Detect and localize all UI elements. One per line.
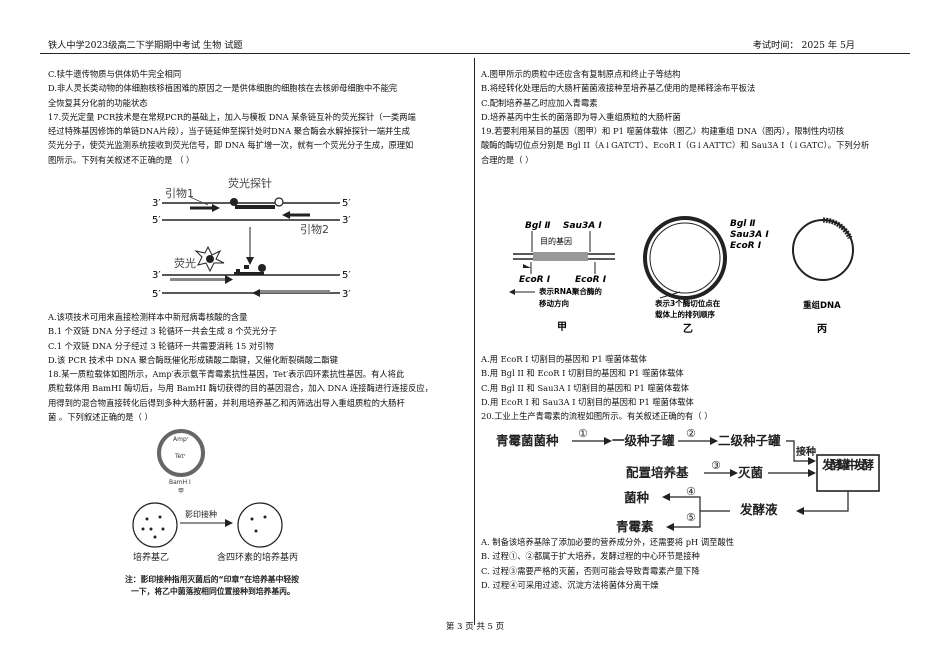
- bgl-label: Bgl Ⅱ: [525, 221, 551, 231]
- node-medium: 配置培养基: [626, 465, 689, 480]
- ecor-label: EcoR Ⅰ: [575, 275, 607, 285]
- probe-label: 荧光探针: [228, 176, 272, 190]
- plate-yi-label: 培养基乙: [133, 551, 169, 563]
- amp-label: Ampʳ: [173, 436, 189, 443]
- q17-line: 17.荧光定量 PCR技术是在常规PCR的基础上，加入与模板 DNA 某条链互补…: [48, 111, 416, 122]
- option-c: C.1 个双链 DNA 分子经过 3 轮循环一共需要消耗 15 对引物: [48, 340, 274, 351]
- node-fermenter: 发酵罐中发酵: [821, 457, 874, 472]
- q17-line: 图所示。下列有关叙述不正确的是 （ ）: [48, 154, 195, 165]
- q19-line: 合理的是（ ）: [481, 154, 534, 165]
- fig-label-yi: 乙: [683, 323, 693, 335]
- option-d: D.用 EcoR I 和 Sau3A I 切割目的基因和 P1 噬菌体载体: [481, 396, 694, 407]
- primer1-label: 引物1: [165, 186, 194, 200]
- option-d: D.培养基丙中生长的菌落即为导入重组质粒的大肠杆菌: [481, 111, 681, 122]
- step-2-icon: ②: [686, 427, 696, 440]
- rna-pol-note: 移动方向: [539, 298, 569, 308]
- node-bacteria: 菌种: [624, 490, 649, 505]
- option-line: D.非人灵长类动物的体细胞核移植困难的原因之一是供体细胞的细胞核在去核卵母细胞中…: [48, 83, 398, 94]
- q17-options: A.该项技术可用来直接检测样本中新冠病毒核酸的含量 B.1 个双链 DNA 分子…: [48, 310, 468, 424]
- option-c: C.配制培养基乙时应加入青霉素: [481, 97, 598, 108]
- inoculate-label: 接种: [796, 445, 816, 458]
- tet-label: Tetʳ: [174, 453, 186, 460]
- strand-end-label: 3′: [152, 270, 161, 281]
- right-column: A.图甲所示的质粒中还应含有复制原点和终止子等结构 B.将经转化处理后的大肠杆菌…: [481, 67, 906, 167]
- ecor-label: EcoR Ⅰ: [730, 241, 762, 251]
- note-line: 注：影印接种指用灭菌后的“印章”在培养基中轻按: [125, 574, 299, 584]
- recomb-label: 重组DNA: [803, 300, 841, 311]
- strand-end-label: 3′: [342, 215, 351, 226]
- option-c: C.用 Bgl II 和 Sau3A I 切割目的基因和 P1 噬菌体载体: [481, 382, 689, 393]
- strand-end-label: 5′: [152, 289, 161, 300]
- node-penicillin: 青霉素: [616, 519, 654, 534]
- strand-end-label: 5′: [152, 215, 161, 226]
- sau-label: Sau3A Ⅰ: [563, 221, 602, 231]
- step-5-icon: ⑤: [686, 511, 696, 524]
- sau-label: Sau3A Ⅰ: [730, 230, 769, 240]
- option-a: A.用 EcoR I 切割目的基因和 P1 噬菌体载体: [481, 354, 647, 364]
- q18-line: 菌 。下列叙述正确的是（ ）: [48, 412, 153, 423]
- page-header: 铁人中学2023级高二下学期期中考试 生物 试题 考试时间： 2025 年 5月: [40, 37, 910, 51]
- option-c: C. 过程③需要严格的灭菌，否则可能会导致青霉素产量下降: [481, 565, 700, 576]
- option-a: A.图甲所示的质粒中还应含有复制原点和终止子等结构: [481, 69, 681, 79]
- step-1-icon: ①: [578, 427, 588, 440]
- strand-end-label: 3′: [152, 198, 161, 209]
- strand-end-label: 3′: [342, 289, 351, 300]
- option-a: A. 制备该培养基除了添加必要的营养成分外，还需要将 pH 调至酸性: [481, 537, 735, 547]
- fig-label-bing: 丙: [817, 323, 827, 335]
- bgl-label: Bgl Ⅱ: [730, 219, 756, 229]
- node-strain: 青霉菌菌种: [496, 433, 559, 448]
- ecor-label: EcoR Ⅰ: [519, 275, 551, 285]
- restriction-figure: Bgl Ⅱ Sau3A Ⅰ 目的基因 EcoR Ⅰ EcoR Ⅰ 表示RNA聚合…: [509, 216, 854, 335]
- exam-time: 考试时间： 2025 年 5月: [752, 40, 855, 51]
- q17-line: 经过特殊基因修饰的单链DNA片段），当子链延伸至探针处时DNA 聚合酶会水解掉探…: [48, 126, 410, 137]
- qpcr-figure: 3′ 5′ 引物1 荧光探针 5′ 3′ 引物2 3′ 5′ 荧光 5′ 3′: [152, 176, 351, 300]
- step-3-icon: ③: [711, 459, 721, 472]
- site-order-note: 表示3个酶切位点在: [655, 298, 721, 308]
- q18-line: 质粒载体用 BamHI 酶切后，与用 BamHI 酶切获得的目的基因混合，加入 …: [48, 383, 433, 394]
- q19-line: 19.若要利用某目的基因（图甲）和 P1 噬菌体载体（图乙）构建重组 DNA（图…: [481, 126, 845, 137]
- node-tank2: 二级种子罐: [718, 433, 781, 448]
- column-divider: [474, 58, 475, 625]
- option-d: D. 过程④可采用过滤、沉淀方法将菌体分离干燥: [481, 579, 659, 590]
- node-sterilize: 灭菌: [737, 465, 764, 480]
- primer2-label: 引物2: [300, 222, 329, 236]
- node-broth: 发酵液: [739, 502, 778, 517]
- option-d: D.该 PCR 技术中 DNA 聚合酶既催化形成磷酸二酯键，又催化断裂磷酸二酯键: [48, 354, 338, 365]
- node-tank1: 一级种子罐: [612, 433, 675, 448]
- bam-label: BamH I: [169, 479, 191, 486]
- option-b: B.用 Bgl II 和 EcoR I 切割目的基因和 P1 噬菌体载体: [481, 368, 684, 379]
- note-line: 一下，将乙中菌落按相同位置接种到培养基丙。: [131, 586, 295, 596]
- option-line: 全恢复其分化前的功能状态: [48, 97, 148, 108]
- fig-label-jia: 甲: [178, 488, 184, 495]
- fluor-label: 荧光: [174, 256, 196, 270]
- site-order-note: 载体上的排列顺序: [655, 309, 715, 319]
- q17-line: 荧光分子，使荧光监测系统接收到荧光信号，即 DNA 每扩增一次，就有一个荧光分子…: [48, 140, 414, 151]
- left-column: C.犊牛遗传物质与供体奶牛完全相同 D.非人灵长类动物的体细胞核移植困难的原因之…: [48, 67, 468, 167]
- replica-arrow-label: 影印接种: [185, 509, 217, 519]
- q18-line: 用得到的混合物直接转化后得到多种大肠杆菌，并利用培养基乙和丙筛选出导入重组质粒的…: [48, 397, 405, 408]
- option-line: C.犊牛遗传物质与供体奶牛完全相同: [48, 69, 182, 79]
- exam-title: 铁人中学2023级高二下学期期中考试 生物 试题: [48, 40, 243, 51]
- option-b: B.1 个双链 DNA 分子经过 3 轮循环一共会生成 8 个荧光分子: [48, 326, 277, 337]
- option-a: A.该项技术可用来直接检测样本中新冠病毒核酸的含量: [48, 312, 248, 322]
- q20-options: A. 制备该培养基除了添加必要的营养成分外，还需要将 pH 调至酸性 B. 过程…: [481, 535, 906, 592]
- step-4-icon: ④: [686, 485, 696, 498]
- page-number: 第 3 页 共 5 页: [445, 622, 505, 632]
- plate-bing-label: 含四环素的培养基丙: [217, 551, 298, 563]
- gene-label: 目的基因: [540, 236, 572, 246]
- q20-stem: 20.工业上生产青霉素的流程如图所示。有关叙述正确的有（ ）: [481, 411, 713, 422]
- q19-line: 酸酶的酶切位点分别是 Bgl II（A↓GATCT）、EcoR I（G↓AATT…: [481, 140, 870, 151]
- penicillin-flowchart: 青霉菌菌种 一级种子罐 二级种子罐 配置培养基 灭菌 菌种 发酵液 青霉素 ① …: [496, 427, 880, 534]
- rna-pol-note: 表示RNA聚合酶的: [539, 286, 602, 296]
- option-b: B. 过程①、②都属于扩大培养，发酵过程的中心环节是接种: [481, 551, 700, 562]
- header-rule: [40, 53, 910, 54]
- q18-line: 18.某一质粒载体如图所示，Amp′表示氨苄青霉素抗性基因，Tet′表示四环素抗…: [48, 369, 405, 380]
- fig-label-jia: 甲: [557, 321, 567, 333]
- plasmid-figure: Ampʳ Tetʳ BamH I 甲 影印接种 培养基乙 含四环素的培养基丙 注…: [125, 429, 299, 596]
- option-b: B.将经转化处理后的大肠杆菌菌液接种至培养基乙使用的是稀释涂布平板法: [481, 83, 756, 94]
- q19-options: A.用 EcoR I 切割目的基因和 P1 噬菌体载体 B.用 Bgl II 和…: [481, 352, 906, 423]
- strand-end-label: 5′: [342, 198, 351, 209]
- strand-end-label: 5′: [342, 270, 351, 281]
